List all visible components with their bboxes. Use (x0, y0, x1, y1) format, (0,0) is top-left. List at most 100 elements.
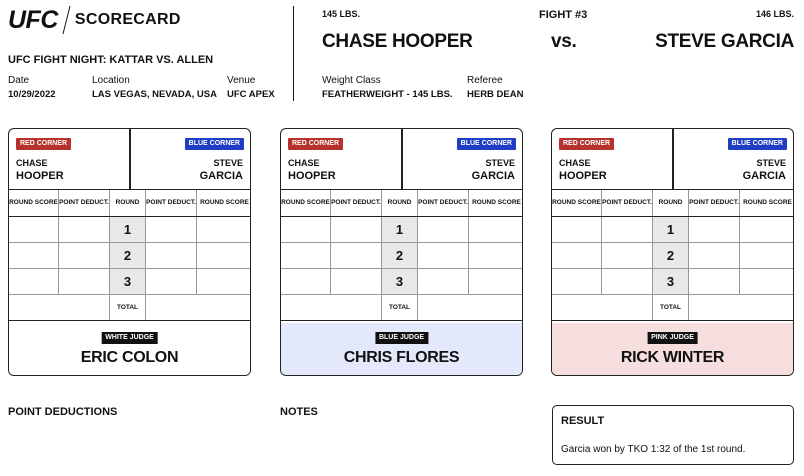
blue-round-score-cell[interactable] (469, 269, 522, 294)
round-number: 2 (653, 243, 689, 268)
weight-class-value: FEATHERWEIGHT - 145 LBS. (322, 89, 453, 100)
blue-point-deduct-cell[interactable] (146, 269, 197, 294)
blue-round-score-cell[interactable] (469, 217, 522, 242)
referee-label: Referee (467, 75, 503, 86)
blue-round-score-cell[interactable] (740, 217, 793, 242)
corner-divider (672, 129, 674, 190)
red-point-deduct-cell[interactable] (331, 217, 382, 242)
total-label: TOTAL (653, 295, 689, 320)
blue-point-deduct-cell[interactable] (689, 217, 740, 242)
red-round-score-cell[interactable] (281, 217, 331, 242)
blue-point-deduct-cell[interactable] (418, 217, 469, 242)
blue-round-score-cell[interactable] (469, 243, 522, 268)
round-number: 1 (653, 217, 689, 242)
blue-corner-badge: BLUE CORNER (184, 138, 244, 150)
date-label: Date (8, 75, 30, 86)
fight-number: FIGHT #3 (539, 9, 588, 21)
judge-name: ERIC COLON (80, 349, 179, 366)
red-round-score-cell[interactable] (9, 243, 59, 268)
logo-divider (62, 6, 71, 34)
point-deductions-title: POINT DEDUCTIONS (8, 406, 118, 418)
red-fighter-name: CHASE HOOPER (322, 31, 473, 52)
red-round-score-cell[interactable] (281, 243, 331, 268)
total-label: TOTAL (382, 295, 418, 320)
red-round-score-cell[interactable] (552, 269, 602, 294)
blue-point-deduct-cell[interactable] (418, 243, 469, 268)
total-row: TOTAL (552, 295, 793, 321)
round-row: 1 (552, 217, 793, 243)
blue-point-deduct-cell[interactable] (146, 217, 197, 242)
red-point-deduct-cell[interactable] (59, 269, 110, 294)
blue-point-deduct-header: POINT DEDUCT. (146, 190, 197, 216)
red-point-deduct-cell[interactable] (331, 269, 382, 294)
red-point-deduct-cell[interactable] (602, 217, 653, 242)
blue-point-deduct-cell[interactable] (418, 269, 469, 294)
round-number: 2 (110, 243, 146, 268)
blue-corner-badge: BLUE CORNER (456, 138, 516, 150)
red-total-cell[interactable] (281, 295, 382, 320)
location-value: LAS VEGAS, NEVADA, USA (92, 89, 217, 100)
red-round-score-header: ROUND SCORE (552, 190, 602, 216)
red-round-score-cell[interactable] (552, 217, 602, 242)
red-round-score-cell[interactable] (9, 217, 59, 242)
red-round-score-cell[interactable] (281, 269, 331, 294)
blue-round-score-cell[interactable] (740, 269, 793, 294)
red-point-deduct-cell[interactable] (59, 217, 110, 242)
judge-badge: BLUE JUDGE (374, 332, 429, 344)
round-header: ROUND (653, 190, 689, 216)
red-round-score-header: ROUND SCORE (281, 190, 331, 216)
round-row: 1 (9, 217, 250, 243)
round-number: 3 (653, 269, 689, 294)
blue-point-deduct-cell[interactable] (689, 269, 740, 294)
round-row: 3 (552, 269, 793, 295)
blue-round-score-cell[interactable] (740, 243, 793, 268)
red-point-deduct-cell[interactable] (602, 243, 653, 268)
red-round-score-cell[interactable] (9, 269, 59, 294)
red-first-name: CHASE (559, 158, 591, 168)
blue-total-cell[interactable] (689, 295, 793, 320)
red-total-cell[interactable] (9, 295, 110, 320)
red-point-deduct-header: POINT DEDUCT. (331, 190, 382, 216)
red-point-deduct-cell[interactable] (331, 243, 382, 268)
blue-total-cell[interactable] (146, 295, 250, 320)
vs-text: vs. (551, 31, 577, 52)
red-point-deduct-cell[interactable] (59, 243, 110, 268)
red-point-deduct-cell[interactable] (602, 269, 653, 294)
round-row: 1 (281, 217, 522, 243)
round-row: 2 (9, 243, 250, 269)
red-point-deduct-header: POINT DEDUCT. (602, 190, 653, 216)
blue-last-name: GARCIA (742, 170, 786, 182)
blue-point-deduct-cell[interactable] (146, 243, 197, 268)
blue-point-deduct-cell[interactable] (689, 243, 740, 268)
red-first-name: CHASE (16, 158, 48, 168)
blue-first-name: STEVE (756, 158, 786, 168)
total-row: TOTAL (281, 295, 522, 321)
date-value: 10/29/2022 (8, 89, 56, 100)
blue-round-score-cell[interactable] (197, 243, 250, 268)
red-round-score-cell[interactable] (552, 243, 602, 268)
result-box: RESULT Garcia won by TKO 1:32 of the 1st… (552, 405, 794, 465)
round-row: 2 (281, 243, 522, 269)
blue-round-score-cell[interactable] (197, 269, 250, 294)
blue-round-score-cell[interactable] (197, 217, 250, 242)
blue-round-score-header: ROUND SCORE (472, 199, 521, 206)
blue-corner-fighter: STEVE GARCIA (743, 157, 786, 183)
blue-last-name: GARCIA (199, 170, 243, 182)
blue-total-cell[interactable] (418, 295, 522, 320)
red-total-cell[interactable] (552, 295, 653, 320)
round-row: 3 (281, 269, 522, 295)
judge-badge: PINK JUDGE (647, 332, 698, 344)
